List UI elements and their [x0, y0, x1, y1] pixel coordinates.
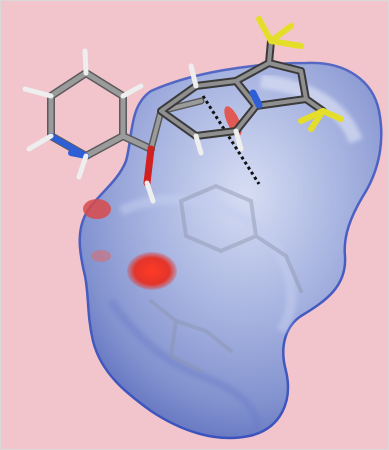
quinoline-nitrogen — [249, 89, 263, 109]
contact-spot-left — [83, 199, 111, 219]
contact-spot-faint — [91, 250, 111, 262]
surface-shadow-fold — [107, 298, 261, 432]
surface-body — [78, 61, 383, 440]
pyridine-molecule — [22, 48, 155, 180]
surface-highlight-top — [260, 74, 363, 144]
quinoline-molecule — [157, 16, 344, 156]
trifluoromethyl-groups — [256, 16, 344, 132]
ghost-molecule — [149, 183, 303, 373]
oxygen-atom — [143, 145, 155, 187]
contact-dotted-line — [201, 95, 261, 185]
hirshfeld-surface — [78, 61, 383, 440]
surface-highlight-fold — [118, 194, 297, 334]
hydrogen-atoms — [22, 48, 144, 180]
contact-spot-large — [127, 252, 177, 290]
